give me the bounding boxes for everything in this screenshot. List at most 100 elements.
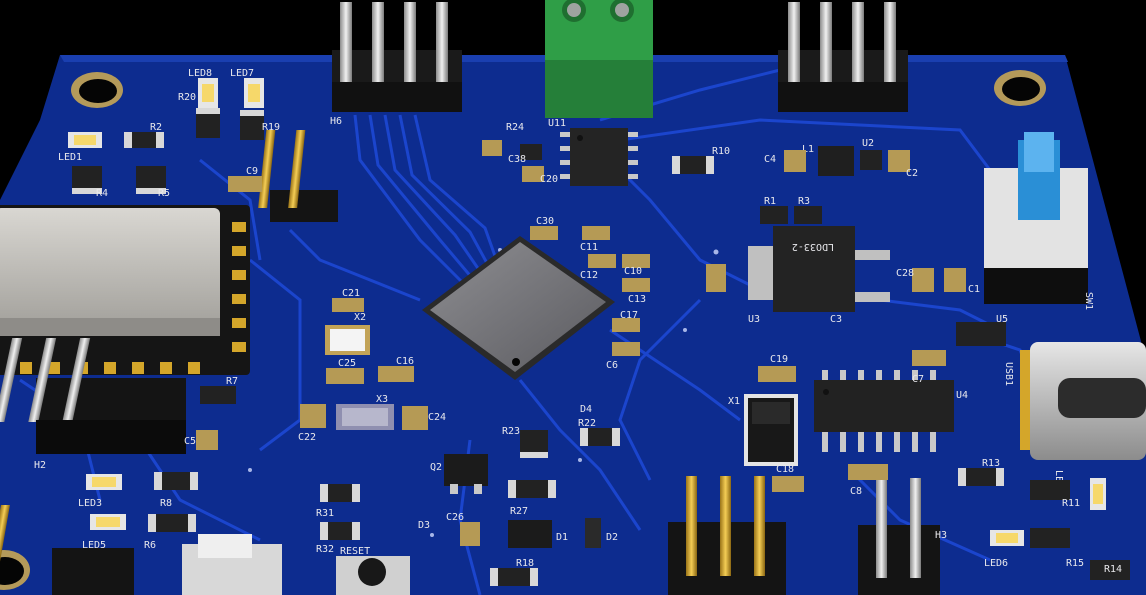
cap-c2 <box>888 150 910 172</box>
label-r6: R6 <box>144 540 156 551</box>
label-r15: R15 <box>1066 558 1084 569</box>
label-u11: U11 <box>548 118 566 129</box>
label-d4: D4 <box>580 404 592 415</box>
diode-d1: D1 <box>508 520 568 548</box>
label-u3: U3 <box>748 314 760 325</box>
resistor-r7: R7 <box>200 376 238 404</box>
label-r4: R4 <box>96 188 108 199</box>
label-u2: U2 <box>862 138 874 149</box>
resistor-r13: R13 <box>958 458 1004 486</box>
label-d3: D3 <box>418 520 430 531</box>
label-c24: C24 <box>428 412 446 423</box>
label-x3: X3 <box>376 394 388 405</box>
label-led7: LED7 <box>230 68 254 79</box>
resistor-r18: R18 <box>490 558 538 586</box>
label-c5: C5 <box>184 436 196 447</box>
label-c12: C12 <box>580 270 598 281</box>
cap-c25 <box>326 368 364 384</box>
jumper-bottom-left <box>0 505 134 595</box>
label-r24: R24 <box>506 122 524 133</box>
tactile-switch-bottom-left <box>182 534 282 595</box>
label-u4: U4 <box>956 390 968 401</box>
resistor-r2: R2 <box>124 122 164 148</box>
reset-button-component: RESET <box>336 546 410 595</box>
resistor-r6: R6 <box>144 514 196 551</box>
label-x2: X2 <box>354 312 366 323</box>
inductor-l1: L1 <box>802 144 854 176</box>
cap-c13 <box>622 278 650 292</box>
cap-c22 <box>300 404 326 428</box>
cap-c21 <box>332 298 364 312</box>
cap-c11 <box>582 226 610 240</box>
pin-header-h3: H3 <box>858 478 947 595</box>
label-r32: R32 <box>316 544 334 555</box>
resistor-r20: R20 <box>178 92 220 138</box>
cap-c20 <box>522 166 544 182</box>
cap-c12 <box>588 254 616 268</box>
mcu-chip <box>422 236 615 380</box>
label-c4: C4 <box>764 154 776 165</box>
label-led5: LED5 <box>82 540 106 551</box>
label-r5: R5 <box>158 188 170 199</box>
label-d2: D2 <box>606 532 618 543</box>
label-h6: H6 <box>330 116 342 127</box>
label-c20: C20 <box>540 174 558 185</box>
cap-c26 <box>460 522 480 546</box>
resistor-r15: R15 <box>1030 528 1084 569</box>
passive-components: LED1 LED8 LED7 LED3 LED5 LED6 LED4 R2 R4… <box>58 68 1130 586</box>
resistor-r1: R1 <box>760 196 788 224</box>
label-c25: C25 <box>338 358 356 369</box>
mounting-hole-bottom-left <box>0 550 30 590</box>
label-r10: R10 <box>712 146 730 157</box>
label-led6: LED6 <box>984 558 1008 569</box>
label-r14: R14 <box>1104 564 1122 575</box>
label-c9: C9 <box>246 166 258 177</box>
resistor-r8: R8 <box>154 472 198 509</box>
label-d1: D1 <box>556 532 568 543</box>
cap-ldo-side <box>706 264 726 292</box>
label-c3: C3 <box>830 314 842 325</box>
label-c1: C1 <box>968 284 980 295</box>
label-sw1: SW1 <box>1083 292 1094 310</box>
label-usb1: USB1 <box>1003 362 1014 386</box>
pin-header-bottom-center <box>668 476 786 595</box>
led-6: LED6 <box>984 530 1024 569</box>
label-r20: R20 <box>178 92 196 103</box>
label-c28: C28 <box>896 268 914 279</box>
cap-c4 <box>784 150 806 172</box>
cap-c5 <box>196 430 218 450</box>
led-5: LED5 <box>82 514 126 551</box>
label-c18: C18 <box>776 464 794 475</box>
label-c21: C21 <box>342 288 360 299</box>
label-r31: R31 <box>316 508 334 519</box>
pin-header-top-right <box>778 2 908 112</box>
resistor-r23: R23 <box>502 426 548 458</box>
label-h2: H2 <box>34 460 46 471</box>
label-c7: C7 <box>912 374 924 385</box>
cap-c38 <box>482 140 502 156</box>
slide-switch-sw1: SW1 <box>984 132 1094 310</box>
cap-c28 <box>912 268 934 292</box>
resistor-r27: R27 <box>508 480 556 517</box>
cap-c18 <box>772 476 804 492</box>
label-r22: R22 <box>578 418 596 429</box>
label-c22: C22 <box>298 432 316 443</box>
cap-c17 <box>612 318 640 332</box>
label-h3: H3 <box>935 530 947 541</box>
resistor-r22: R22 <box>578 418 620 446</box>
label-led3: LED3 <box>78 498 102 509</box>
label-r18: R18 <box>516 558 534 569</box>
terminal-block <box>545 0 653 118</box>
vias <box>248 248 719 537</box>
chip-u5: U5 <box>956 314 1008 346</box>
label-c19: C19 <box>770 354 788 365</box>
crystal-x2: X2 <box>325 312 370 355</box>
led-3: LED3 <box>78 474 122 509</box>
label-led8: LED8 <box>188 68 212 79</box>
cap-c8 <box>848 464 888 480</box>
transistor-q2: Q2 <box>430 454 488 494</box>
resistor-r11: R11 <box>1030 480 1080 509</box>
label-ldo: LDO33-2 <box>792 241 834 252</box>
led-7: LED7 <box>230 68 264 108</box>
soic8-chip-top: U11 <box>548 118 638 186</box>
